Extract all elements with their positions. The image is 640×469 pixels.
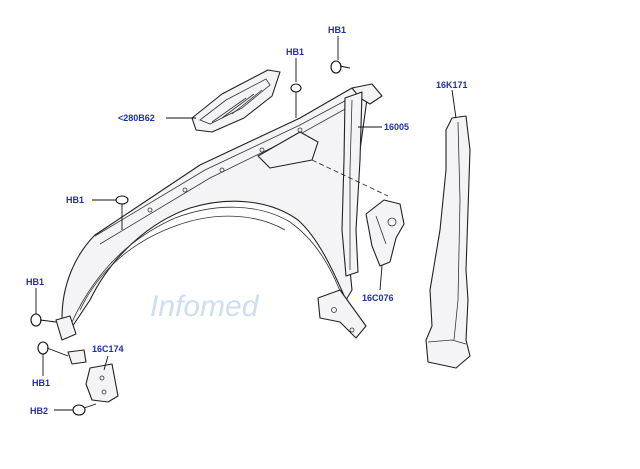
- side-repeater-opening: [257, 131, 319, 169]
- callout-hb2-bottom: HB2: [30, 406, 48, 416]
- bolt-hb2-bottom: [72, 403, 97, 416]
- side-vent-grille-part: [191, 69, 281, 133]
- bolt-hb1-top-right: [330, 60, 351, 74]
- callout-280b62: <280B62: [118, 113, 155, 123]
- leader-16k171: [451, 89, 457, 119]
- callout-hb1-bottom: HB1: [32, 378, 50, 388]
- callout-16c174: 16C174: [92, 344, 124, 354]
- callout-hb1-top-mid: HB1: [286, 47, 304, 57]
- bracket-16c174-part: [67, 349, 119, 403]
- bolt-hb1-left-mid: [115, 195, 129, 230]
- callout-hb1-left-low: HB1: [26, 277, 44, 287]
- bracket-16c076-part: [365, 199, 405, 267]
- callout-16005: 16005: [384, 122, 409, 132]
- callout-16c076: 16C076: [362, 293, 394, 303]
- callout-hb1-left-mid: HB1: [66, 195, 84, 205]
- callout-hb1-top-right: HB1: [328, 25, 346, 35]
- leader-16c174: [103, 355, 109, 371]
- lower-rear-bracket: [317, 289, 367, 339]
- bolt-hb1-top-mid: [290, 83, 302, 118]
- bracket-alignment-dashed-line: [311, 159, 389, 197]
- fender-pillar-trim-part: [341, 91, 363, 277]
- side-panel-16k171-part: [425, 115, 471, 369]
- leader-16c076: [379, 265, 383, 291]
- bolt-hb1-bottom: [37, 341, 69, 357]
- watermark-text: Infomed: [150, 290, 260, 323]
- callout-16k171: 16K171: [436, 80, 468, 90]
- bolt-hb1-left-low: [30, 313, 57, 327]
